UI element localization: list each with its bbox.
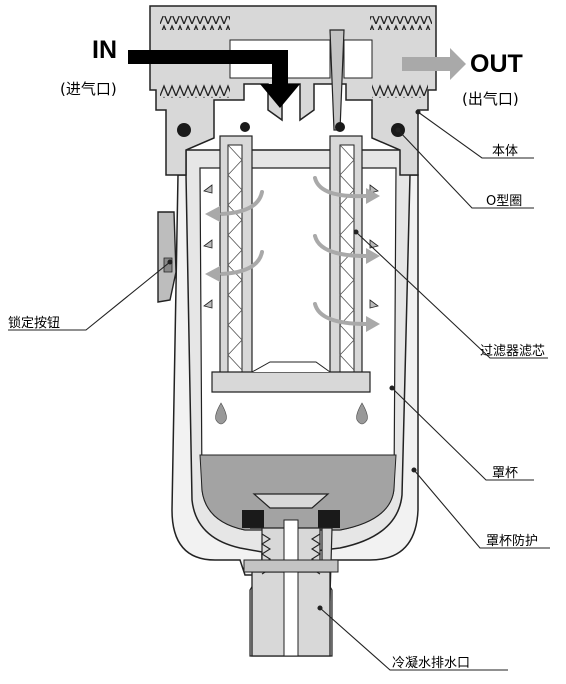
flow-arrowheads	[205, 188, 380, 332]
out-arrow-icon	[402, 48, 466, 80]
out-sub-label: (出气口)	[462, 90, 519, 108]
drain-seal-right	[318, 510, 340, 528]
in-sub-label: (进气口)	[60, 80, 117, 98]
condensate-water	[199, 454, 397, 531]
label-drain: 冷凝水排水口	[392, 656, 471, 671]
in-label: IN	[92, 36, 117, 64]
label-bowl-guard: 罩杯防护	[486, 534, 539, 549]
outlet-passage	[343, 39, 373, 79]
leader-lines	[8, 109, 550, 671]
lock-button	[157, 211, 177, 303]
droplet-left	[215, 402, 227, 425]
inlet-thread	[160, 16, 230, 30]
drain-seal-left	[242, 510, 264, 528]
label-bowl: 罩杯	[492, 466, 519, 481]
flow-arrows	[220, 176, 368, 326]
label-o-ring: O型圈	[486, 194, 523, 209]
label-filter-element: 过滤器滤芯	[480, 344, 546, 359]
drain-seat	[252, 493, 330, 509]
drain-nut	[243, 559, 339, 573]
o-ring-inner-left	[240, 122, 250, 132]
outlet-thread-lower	[372, 84, 428, 98]
label-lock-button: 锁定按钮	[8, 316, 61, 331]
out-label: OUT	[470, 50, 523, 78]
o-ring-left	[177, 123, 191, 137]
o-ring-inner-right	[335, 122, 345, 132]
center-stem	[329, 29, 345, 131]
drain-channel	[283, 519, 299, 657]
inlet-thread-lower	[160, 84, 230, 98]
deflector-fins	[203, 184, 379, 309]
filter-bottom-cap	[211, 371, 371, 393]
label-body: 本体	[492, 144, 519, 159]
droplet-right	[356, 402, 368, 425]
in-arrow-icon	[128, 50, 300, 108]
outlet-thread	[370, 16, 432, 30]
